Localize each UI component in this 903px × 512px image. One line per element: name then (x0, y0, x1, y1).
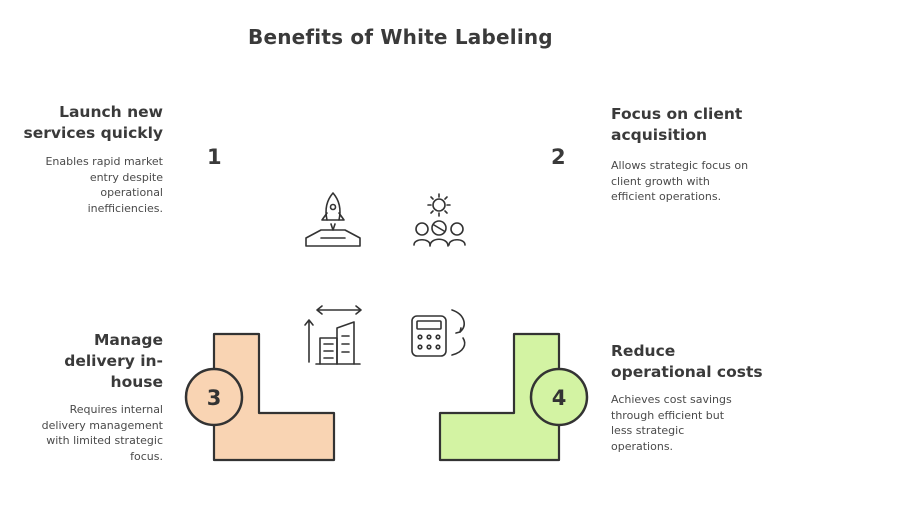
q3-heading: Manage delivery in- house (64, 331, 163, 391)
q1-number: 1 (207, 145, 222, 169)
q1-heading: Launch new services quickly (23, 103, 163, 142)
team-gear-icon (413, 193, 466, 247)
q3-description: Requires internal delivery management wi… (41, 403, 163, 463)
q1-description: Enables rapid market entry despite opera… (45, 155, 163, 215)
q4-block (438, 332, 561, 462)
diagram-title: Benefits of White Labeling (248, 25, 553, 49)
q4-heading: Reduce operational costs (611, 342, 763, 381)
q4-circle (529, 367, 589, 427)
q4-description: Achieves cost savings through efficient … (611, 393, 732, 453)
rocket-icon (305, 192, 361, 247)
q3-circle (184, 367, 244, 427)
q3-number: 3 (207, 386, 222, 410)
q2-heading: Focus on client acquisition (611, 105, 743, 144)
calculator-cycle-icon (411, 309, 466, 357)
q4-number: 4 (552, 386, 567, 410)
building-growth-icon (304, 305, 362, 365)
q2-description: Allows strategic focus on client growth … (611, 159, 749, 203)
q3-block (212, 332, 336, 462)
q2-number: 2 (551, 145, 566, 169)
